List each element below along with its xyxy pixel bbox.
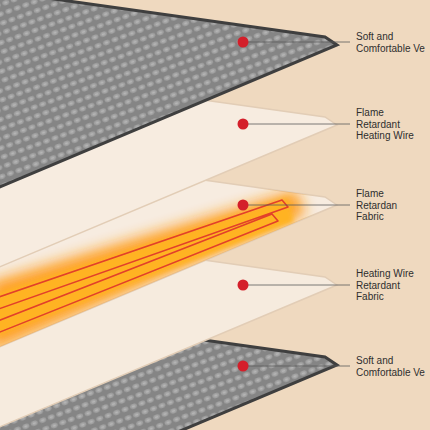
part-label: Heating Wire Retardant Fabric	[356, 268, 426, 303]
part-label: Soft and Comfortable Ve	[356, 355, 426, 378]
leader-lines	[243, 42, 350, 366]
part-label: Flame Retardant Heating Wire	[356, 107, 426, 142]
callout-dots	[238, 37, 249, 372]
top-velvet-layer	[0, 0, 337, 191]
part-label: Flame Retardan Fabric	[356, 188, 426, 223]
part-label: Soft and Comfortable Ve	[356, 31, 426, 54]
